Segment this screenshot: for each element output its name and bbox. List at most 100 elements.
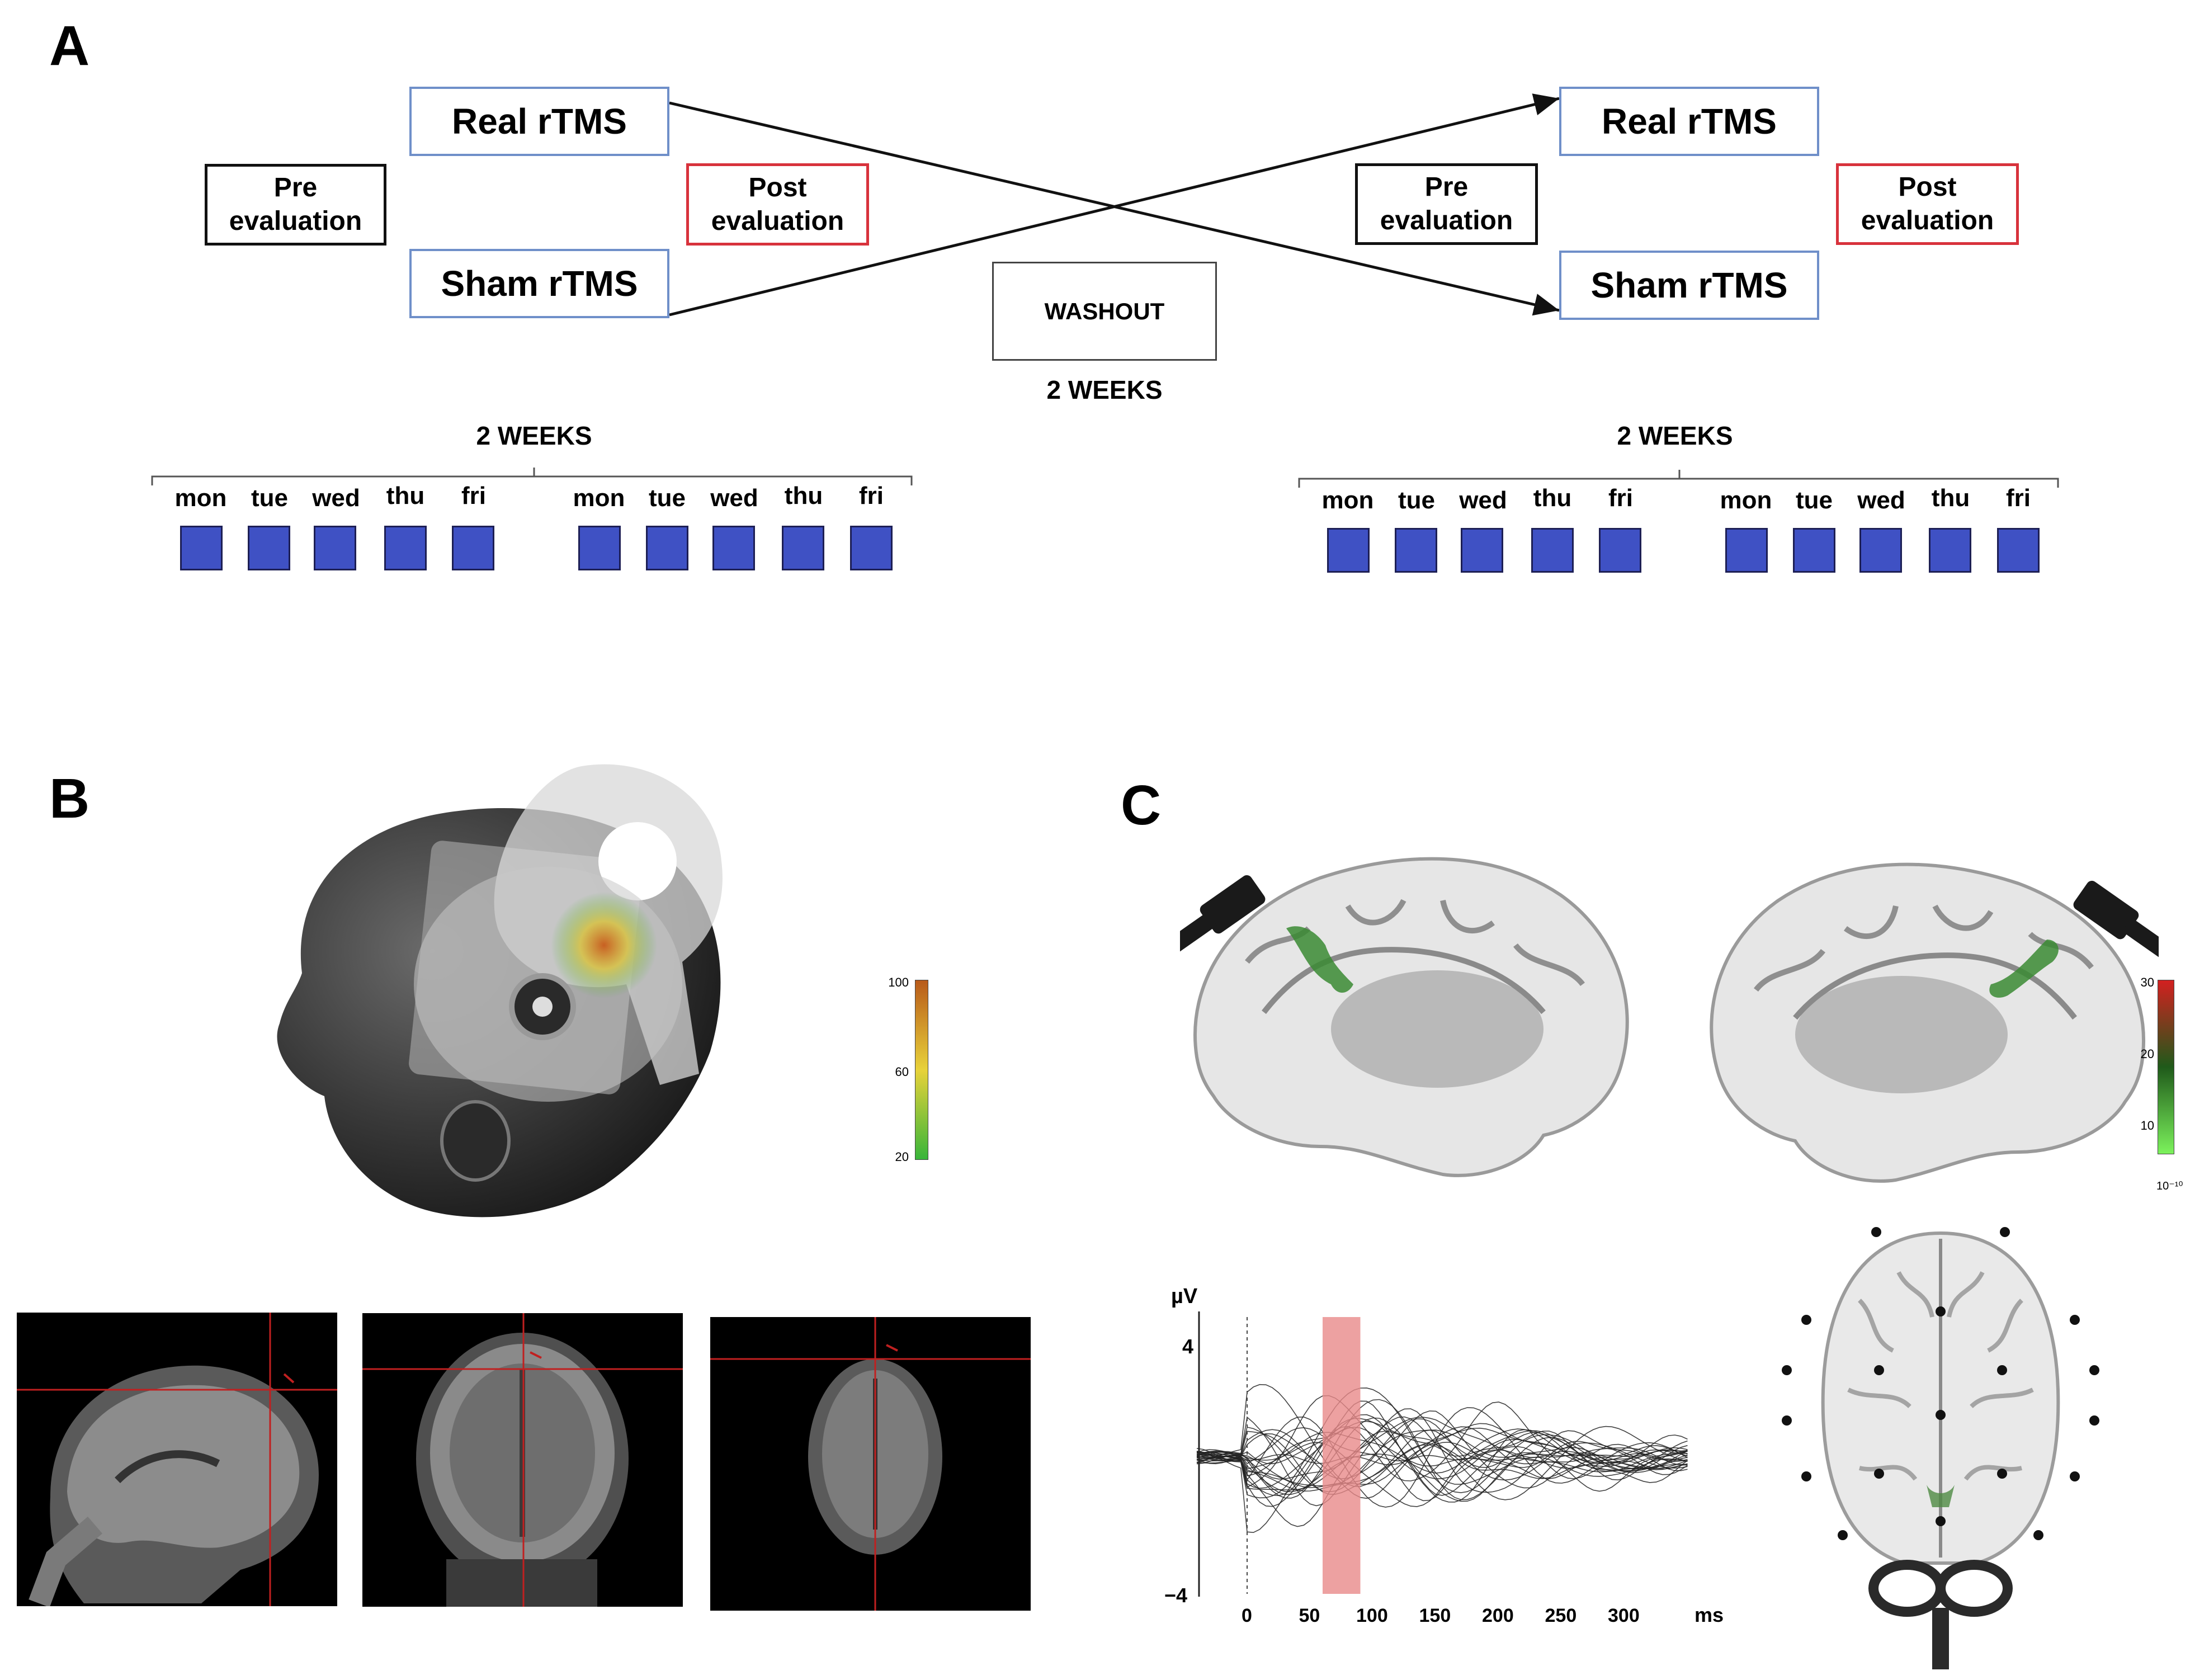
panel-b-colorbar-tick: 20 xyxy=(895,1150,909,1164)
activation-cluster-right xyxy=(1989,940,2059,998)
washout-label: WASHOUT xyxy=(1044,298,1165,324)
schedule2-day: mon xyxy=(1720,487,1772,514)
session-square xyxy=(782,526,824,570)
session-square xyxy=(248,526,290,570)
session-square xyxy=(578,526,621,570)
brain-medial-left-render xyxy=(1180,857,1629,1177)
tep-trace xyxy=(1196,1408,1688,1507)
session-square xyxy=(1599,528,1641,573)
schedule2-day: fri xyxy=(2006,484,2031,512)
tep-y-tick-bottom: −4 xyxy=(1164,1584,1187,1607)
period1-post-evaluation-box: Post evaluation xyxy=(686,163,869,246)
period2-pre-evaluation-label: Pre evaluation xyxy=(1380,172,1513,235)
period1-sham-rtms-box: Sham rTMS xyxy=(409,249,669,318)
tep-trace xyxy=(1196,1417,1688,1495)
session-square xyxy=(314,526,356,570)
schedule1-day: thu xyxy=(386,482,425,509)
schedule1-day: tue xyxy=(649,484,686,512)
eeg-electrodes xyxy=(1782,1227,2099,1540)
period1-real-rtms-box: Real rTMS xyxy=(409,87,669,156)
panel-c-colorbar-tick: 10 xyxy=(2140,1119,2154,1132)
tep-x-unit: ms xyxy=(1694,1603,1724,1626)
panel-c-colorbar xyxy=(2158,980,2174,1154)
panel-b-colorbar-tick: 60 xyxy=(895,1065,909,1079)
panel-a-label: A xyxy=(49,15,90,77)
target-hotspot xyxy=(551,892,657,998)
tep-trace xyxy=(1196,1407,1688,1508)
schedule1-label: 2 WEEKS xyxy=(476,421,592,450)
mri-coronal-slice xyxy=(362,1313,683,1607)
session-square xyxy=(1461,528,1503,573)
schedule2-day: thu xyxy=(1533,484,1572,512)
tep-ylabel: µV xyxy=(1171,1285,1198,1308)
tep-x-tick: 100 xyxy=(1356,1605,1388,1626)
session-square xyxy=(1531,528,1574,573)
session-square xyxy=(646,526,688,570)
tep-trace-set xyxy=(1196,1384,1688,1533)
schedule2-label: 2 WEEKS xyxy=(1617,421,1733,450)
tep-x-tick: 250 xyxy=(1545,1605,1577,1626)
schedule2-day: wed xyxy=(1857,487,1905,514)
schedule1-brace xyxy=(151,468,913,485)
tep-x-tick: 300 xyxy=(1608,1605,1640,1626)
session-square xyxy=(384,526,427,570)
arrow-sham-to-real xyxy=(669,93,1560,317)
period2-sham-rtms-box: Sham rTMS xyxy=(1559,251,1819,320)
period2-real-rtms-label: Real rTMS xyxy=(1602,101,1777,141)
panel-b-label: B xyxy=(49,767,90,830)
period2-sham-rtms-label: Sham rTMS xyxy=(1590,265,1788,305)
panel-c-label: C xyxy=(1121,774,1162,837)
panel-c-colorbar-tick: 20 xyxy=(2140,1047,2154,1061)
session-square xyxy=(1395,528,1437,573)
brain-medial-right-render xyxy=(1710,862,2159,1183)
schedule1-day: thu xyxy=(784,482,823,509)
schedule2-day: mon xyxy=(1321,487,1374,514)
washout-box: WASHOUT xyxy=(992,262,1217,361)
session-square xyxy=(1997,528,2040,573)
period2-real-rtms-box: Real rTMS xyxy=(1559,87,1819,156)
head-neuronavigation-render xyxy=(277,764,723,1217)
tep-x-tick: 50 xyxy=(1299,1605,1320,1626)
schedule2-day: tue xyxy=(1796,487,1833,514)
period2-post-evaluation-box: Post evaluation xyxy=(1836,163,2019,245)
session-square xyxy=(1793,528,1835,573)
session-square xyxy=(180,526,223,570)
mri-sagittal-slice xyxy=(17,1313,337,1606)
session-square xyxy=(1929,528,1971,573)
tep-y-tick-top: 4 xyxy=(1182,1335,1193,1358)
schedule1-day: tue xyxy=(251,484,288,512)
activation-cluster-left xyxy=(1286,926,1353,993)
schedule1-day: wed xyxy=(312,484,360,512)
tep-trace xyxy=(1196,1416,1688,1527)
panel-b-colorbar-tick: 100 xyxy=(888,975,909,989)
period2-pre-evaluation-box: Pre evaluation xyxy=(1355,163,1538,245)
period2-post-evaluation-label: Post evaluation xyxy=(1861,172,1994,235)
tep-trace xyxy=(1196,1410,1688,1489)
panel-c-colorbar-tick: 10⁻¹⁰ xyxy=(2156,1180,2183,1192)
tep-trace xyxy=(1196,1395,1688,1502)
period1-pre-evaluation-box: Pre evaluation xyxy=(205,164,386,246)
schedule1-day: fri xyxy=(859,482,884,509)
session-square xyxy=(1859,528,1902,573)
tep-x-tick: 200 xyxy=(1482,1605,1514,1626)
period1-post-evaluation-label: Post evaluation xyxy=(711,172,844,236)
period1-real-rtms-label: Real rTMS xyxy=(452,101,627,141)
coil-figure8-icon xyxy=(1868,1560,2013,1617)
tep-trace xyxy=(1196,1414,1688,1502)
tep-x-tick: 150 xyxy=(1419,1605,1451,1626)
washout-duration: 2 WEEKS xyxy=(1046,375,1163,404)
panel-b-colorbar xyxy=(915,980,928,1160)
crossover-arrows xyxy=(151,93,2059,488)
session-square xyxy=(712,526,755,570)
session-square xyxy=(850,526,893,570)
period1-pre-evaluation-label: Pre evaluation xyxy=(229,173,362,236)
panel-c-colorbar-tick: 30 xyxy=(2140,975,2154,989)
schedule1-day: mon xyxy=(573,484,625,512)
tep-trace xyxy=(1196,1427,1688,1492)
eeg-montage-topview xyxy=(1782,1227,2099,1669)
schedule1-day: mon xyxy=(174,484,227,512)
schedule1-day: wed xyxy=(710,484,758,512)
session-square xyxy=(1327,528,1370,573)
